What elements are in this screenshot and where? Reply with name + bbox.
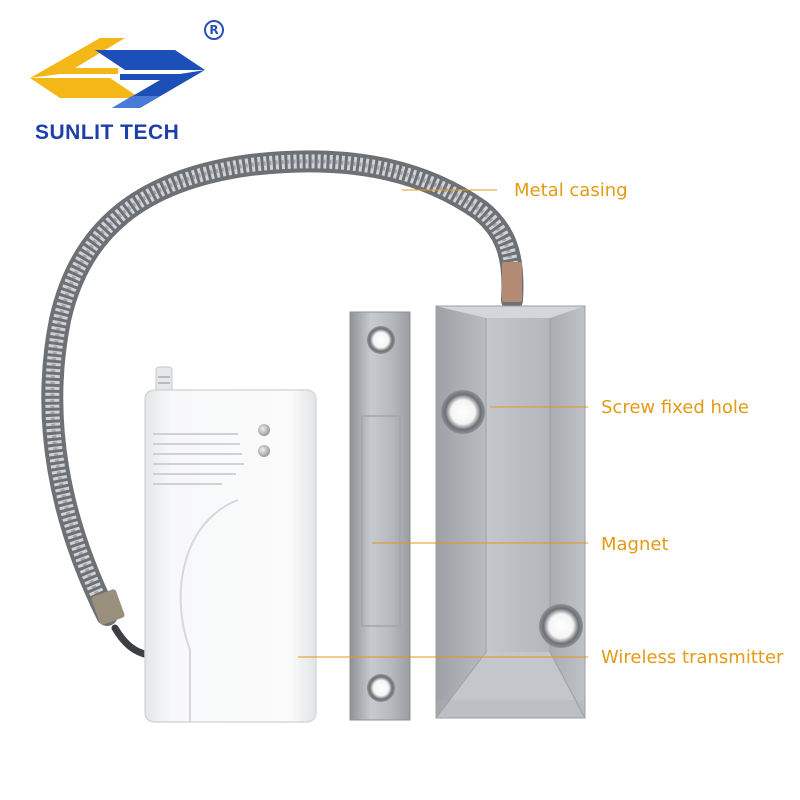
callout-wireless-transmitter: Wireless transmitter bbox=[601, 647, 784, 668]
registered-trademark-mark: R bbox=[204, 20, 224, 40]
switch-housing-icon bbox=[435, 305, 586, 719]
callout-magnet: Magnet bbox=[601, 534, 669, 555]
magnet-bar-icon bbox=[349, 311, 411, 721]
callout-metal-casing: Metal casing bbox=[514, 180, 628, 201]
brand-name: SUNLIT TECH bbox=[35, 121, 180, 144]
flexible-metal-conduit-icon bbox=[41, 150, 524, 659]
callout-leader-lines bbox=[298, 189, 588, 658]
callout-screw-fixed-hole: Screw fixed hole bbox=[601, 397, 749, 418]
brand-logo-icon bbox=[30, 38, 205, 108]
wireless-transmitter-icon bbox=[144, 366, 317, 723]
